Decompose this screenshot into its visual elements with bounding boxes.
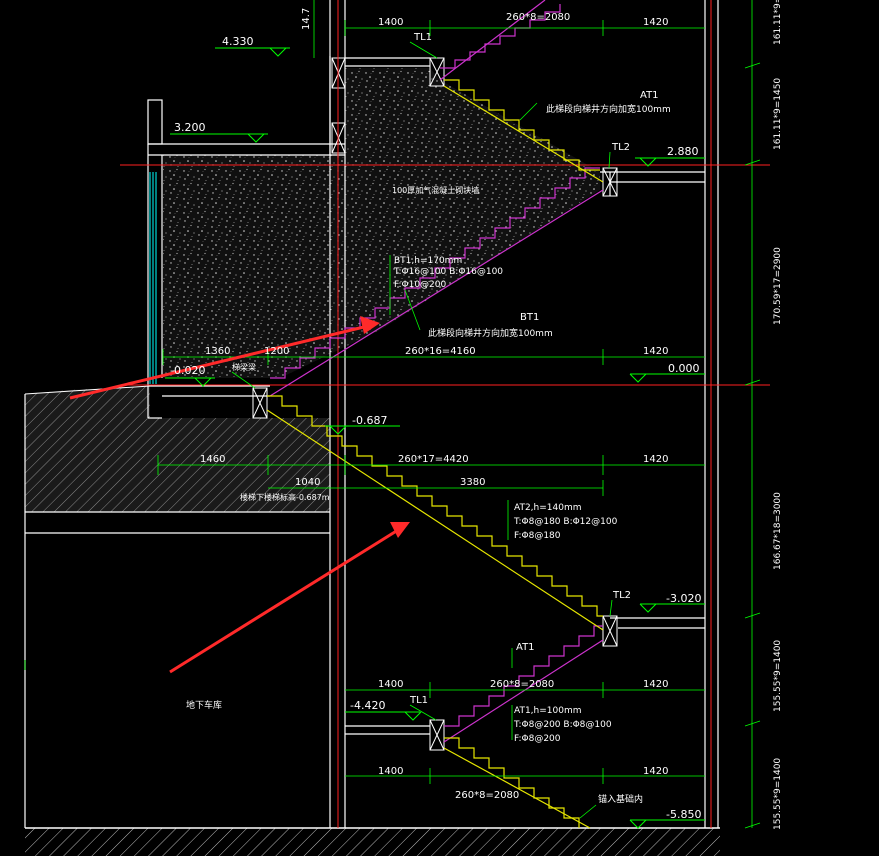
leader-lines	[231, 41, 613, 819]
concrete-fill	[163, 68, 600, 378]
dim-260x8-top: 260*8=2080	[506, 12, 570, 23]
label-wall-note: 100厚加气混凝土砌块墙	[392, 185, 479, 195]
rdim-3: 170.59*17=2900	[773, 247, 783, 325]
elev-3200: 3.200	[174, 121, 206, 134]
dim-3380: 3380	[460, 477, 485, 488]
dim-260x8-bot: 260*8=2080	[455, 790, 519, 801]
arrow-upper-shaft	[69, 324, 369, 400]
glass-wall	[149, 172, 157, 384]
elev-0000: 0.000	[668, 362, 700, 375]
grid-lines	[120, 0, 770, 828]
rdim-5: 155.55*9=1400	[773, 640, 783, 712]
label-note-top: 此梯段向梯井方向加宽100mm	[546, 103, 671, 115]
dim-1420-bot: 1420	[643, 766, 668, 777]
elevation-markers	[165, 47, 705, 829]
label-lintel: 梯梁梁	[232, 362, 256, 372]
elev-m5850: -5.850	[666, 808, 701, 821]
dim-1200: 1200	[264, 346, 289, 357]
label-bt1: BT1	[520, 312, 539, 323]
label-bt1-spec1: BT1,h=170mm	[394, 256, 462, 266]
dim-260x16: 260*16=4160	[405, 346, 476, 357]
dim-1420-low: 1420	[643, 679, 668, 690]
dimension-lines	[24, 0, 761, 829]
dim-1420-mid2: 1420	[643, 454, 668, 465]
label-at1-spec3: F:Φ8@200	[514, 734, 561, 744]
elev-m0020: -0.020	[170, 364, 205, 377]
arrow-upper-head	[360, 316, 380, 334]
label-tl2-top: TL2	[611, 142, 630, 153]
label-at1-spec1: AT1,h=100mm	[514, 706, 582, 716]
rdim-4: 166.67*18=3000	[773, 492, 783, 570]
dim-1420-mid: 1420	[643, 346, 668, 357]
label-floor-note: 楼梯下楼梯标高-0.687m	[240, 492, 330, 502]
foundation-hatch	[25, 828, 720, 856]
label-at2-spec2: T:Φ8@180 B:Φ12@100	[513, 517, 618, 527]
elev-m4420: -4.420	[350, 699, 385, 712]
elev-m0687: -0.687	[352, 414, 387, 427]
dim-1400-top: 1400	[378, 17, 403, 28]
stair-steps-yellow	[266, 79, 604, 829]
dim-1420-top: 1420	[643, 17, 668, 28]
dim-260x17: 260*17=4420	[398, 454, 469, 465]
label-embed: 锚入基础内	[598, 793, 643, 805]
label-at1-top: AT1	[640, 90, 659, 101]
label-bt1-spec2: T:Φ16@100 B:Φ16@100	[393, 267, 503, 277]
label-bt1-spec3: F:Φ10@200	[394, 280, 446, 290]
dim-1040: 1040	[295, 477, 320, 488]
elev-2880: 2.880	[667, 145, 699, 158]
arrow-lower-head	[390, 522, 410, 538]
rdim-1: 161.11*9=	[773, 0, 783, 45]
label-at1-mid: AT1	[516, 642, 535, 653]
elev-m3020: -3.020	[666, 592, 701, 605]
label-tl2-mid: TL2	[612, 590, 631, 601]
rdim-2: 161.11*9=1450	[773, 78, 783, 150]
dim-1360: 1360	[205, 346, 230, 357]
label-at1-spec2: T:Φ8@200 B:Φ8@100	[513, 720, 612, 730]
label-note-mid: 此梯段向梯井方向加宽100mm	[428, 327, 553, 339]
dim-1460: 1460	[200, 454, 225, 465]
dim-260x8-low: 260*8=2080	[490, 679, 554, 690]
label-basement: 地下车库	[186, 699, 222, 711]
label-at2-spec3: F:Φ8@180	[514, 531, 561, 541]
rdim-6: 155.55*9=1400	[773, 758, 783, 830]
label-at2-spec1: AT2,h=140mm	[514, 503, 582, 513]
dim-14-7: 14.7	[301, 8, 312, 30]
dim-1400-low: 1400	[378, 679, 403, 690]
label-tl1-top: TL1	[413, 32, 432, 43]
arrow-lower-shaft	[169, 528, 399, 674]
red-arrows	[69, 316, 410, 674]
dim-1400-bot: 1400	[378, 766, 403, 777]
elev-4330: 4.330	[222, 35, 254, 48]
label-tl1-low: TL1	[409, 695, 428, 706]
stair-steps-magenta	[269, 0, 604, 743]
